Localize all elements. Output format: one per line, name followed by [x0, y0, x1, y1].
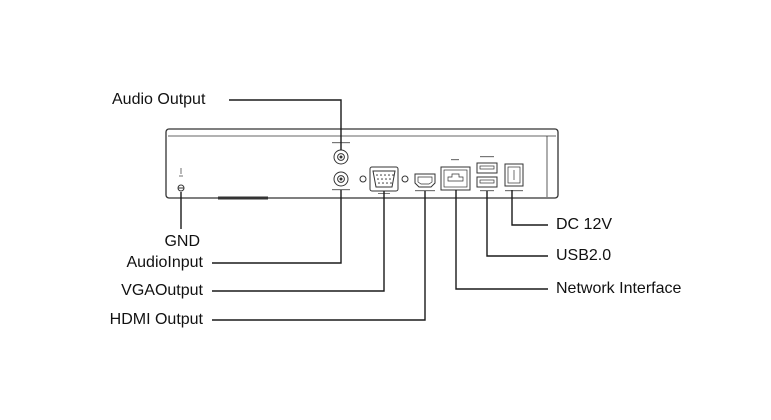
audio-input-connector [332, 171, 350, 191]
label-audio-input: AudioInput [126, 254, 203, 271]
usb-ports [476, 156, 498, 192]
callout-lines [180, 99, 548, 321]
label-usb2: USB2.0 [556, 247, 612, 264]
label-gnd: GND [164, 233, 200, 250]
callout-usb2 [486, 191, 548, 257]
label-dc-12v: DC 12V [556, 216, 613, 233]
callout-audio-output [229, 99, 342, 150]
label-network-interface: Network Interface [556, 280, 682, 297]
chassis-outline [165, 128, 559, 199]
callout-audio-input [212, 190, 342, 264]
vga-port [359, 166, 409, 194]
label-hdmi-output: HDMI Output [109, 311, 203, 328]
gnd-terminal [177, 168, 185, 192]
label-vga-output: VGAOutput [121, 282, 203, 299]
callout-network-interface [455, 190, 548, 290]
callout-vga-output [212, 191, 385, 292]
device-chassis [165, 128, 559, 200]
callout-dc-12v [511, 190, 548, 226]
label-audio-output: Audio Output [112, 91, 206, 108]
network-port [440, 159, 471, 191]
hdmi-port [414, 173, 436, 192]
dc-power-port [504, 163, 524, 192]
callout-hdmi-output [212, 191, 426, 321]
